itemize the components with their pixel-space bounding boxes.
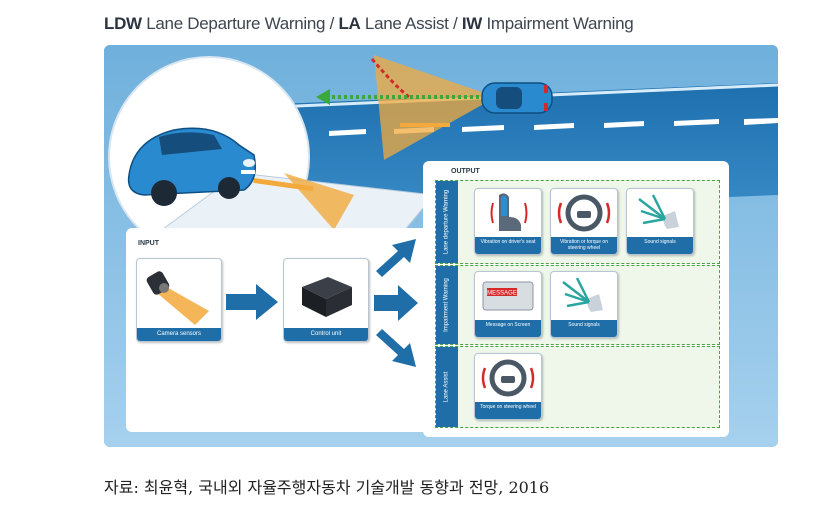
arrow-down-right-icon xyxy=(376,329,416,367)
screen-message-text: MESSAGE xyxy=(487,291,517,297)
steering-wheel-icon xyxy=(481,359,535,397)
title-iw-abbr: IW xyxy=(461,14,483,33)
ldw-steering-label: Vibration or torque on steering wheel xyxy=(551,237,617,254)
row-label-iw: Impairment Warning xyxy=(436,266,458,344)
ldw-seat-label: Vibration on driver's seat xyxy=(475,237,541,254)
source-caption: 자료: 최윤혁, 국내외 자율주행자동차 기술개발 동향과 전망, 2016 xyxy=(104,478,550,497)
row-label-la: Lane Assist xyxy=(436,347,458,427)
car-inset-icon xyxy=(127,127,256,206)
input-to-control-arrow-icon xyxy=(226,284,278,320)
sound-signal-icon xyxy=(638,194,679,229)
diagram-title: LDW Lane Departure Warning / LA Lane Ass… xyxy=(104,14,634,34)
steering-wheel-icon xyxy=(557,194,611,232)
ldw-steering-vibration-tile: Vibration or torque on steering wheel xyxy=(550,188,618,255)
output-heading: OUTPUT xyxy=(451,168,480,175)
input-heading: INPUT xyxy=(138,240,159,247)
output-row-ldw: Lane departure Warning Vibration on driv… xyxy=(435,180,720,264)
output-row-iw: Impairment Warning MESSAGE Message on Sc… xyxy=(435,265,720,345)
camera-icon xyxy=(146,271,209,325)
camera-sensors-label: Camera sensors xyxy=(137,328,221,341)
la-steering-label: Torque on steering wheel xyxy=(475,402,541,419)
iw-sound-label: Sound signals xyxy=(551,320,617,337)
camera-sensors-tile: Camera sensors xyxy=(136,258,222,342)
title-la-abbr: LA xyxy=(338,14,361,33)
diagram-panel: INPUT Camera sensors Control unit xyxy=(104,45,778,447)
ldw-sound-tile: Sound signals xyxy=(626,188,694,255)
lane-departure-warning-line xyxy=(370,58,410,99)
iw-message-tile: MESSAGE Message on Screen xyxy=(474,271,542,338)
ldw-sound-label: Sound signals xyxy=(627,237,693,254)
row-label-ldw: Lane departure Warning xyxy=(436,181,458,263)
iw-message-label: Message on Screen xyxy=(475,320,541,337)
input-panel: INPUT Camera sensors Control unit xyxy=(126,228,431,432)
sound-signal-icon xyxy=(562,277,603,312)
drift-arrow-head xyxy=(316,89,330,105)
seat-icon xyxy=(490,193,528,231)
output-panel: OUTPUT Lane departure Warning Vibration … xyxy=(423,161,729,437)
arrow-up-right-icon xyxy=(376,239,416,277)
sensor-beam-top xyxy=(374,55,496,160)
iw-sound-tile: Sound signals xyxy=(550,271,618,338)
title-la-text: Lane Assist / xyxy=(360,14,462,33)
ldw-seat-vibration-tile: Vibration on driver's seat xyxy=(474,188,542,255)
title-ldw-text: Lane Departure Warning / xyxy=(141,14,339,33)
car-top-icon xyxy=(481,82,553,114)
control-unit-label: Control unit xyxy=(284,328,368,341)
control-to-output-arrows xyxy=(374,239,418,367)
title-ldw-abbr: LDW xyxy=(104,14,142,33)
output-row-la: Lane Assist Torque on steering wheel xyxy=(435,346,720,428)
control-unit-icon xyxy=(302,277,352,317)
control-unit-tile: Control unit xyxy=(283,258,369,342)
la-steering-torque-tile: Torque on steering wheel xyxy=(474,353,542,420)
screen-message-icon: MESSAGE xyxy=(482,281,534,311)
arrow-right-icon xyxy=(374,285,418,321)
title-iw-text: Impairment Warning xyxy=(482,14,634,33)
